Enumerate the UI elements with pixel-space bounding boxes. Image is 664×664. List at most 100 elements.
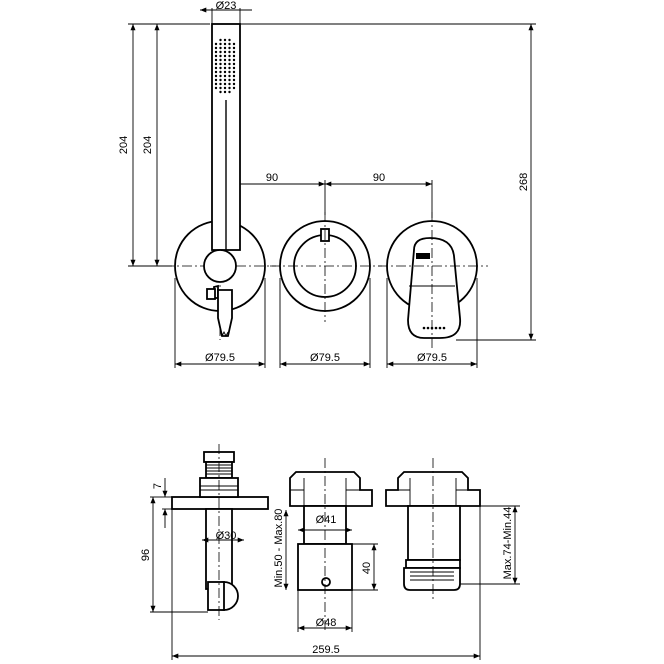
side-view: 7 96 Ø30 Ø41 Min.50 - Max.80 4: [140, 444, 520, 660]
nozzle-dot: [228, 62, 231, 66]
diverter-flange: [289, 471, 373, 507]
mixer-lever-side: [403, 567, 461, 591]
nozzle-dot: [219, 66, 222, 70]
knob-screw: [321, 577, 331, 587]
nozzle-dot: [214, 66, 218, 70]
shower-holder: [203, 249, 237, 283]
nozzle-dot: [219, 74, 222, 78]
mixer-lever: [407, 237, 462, 339]
nozzle-dot: [232, 74, 236, 78]
nozzle-dot: [232, 54, 236, 58]
dim-spacing-2: 90: [373, 172, 385, 184]
hose-end: [221, 330, 229, 338]
nozzle-dot: [228, 58, 231, 62]
nozzle-dot: [232, 50, 236, 54]
dim-plate-2: Ø79.5: [310, 352, 340, 364]
nozzle-dot: [219, 78, 222, 82]
nozzle-dot: [232, 46, 236, 50]
nozzle-dot: [223, 78, 227, 82]
nozzle-dot: [232, 86, 236, 90]
nozzle-dot: [228, 70, 231, 74]
nozzle-dot: [219, 46, 222, 50]
nozzle-dot: [219, 86, 222, 90]
nozzle-dot: [219, 90, 222, 94]
lever-grip-lines: [410, 571, 454, 581]
nozzle-dot: [228, 78, 231, 82]
nozzle-dot: [223, 62, 227, 66]
nozzle-dot: [219, 50, 222, 54]
wall-plate-side: [171, 496, 269, 510]
nozzle-dot: [232, 58, 236, 62]
lever-grip-dots: [422, 326, 446, 330]
nozzle-dot: [232, 78, 236, 82]
dim-shower-diameter: Ø23: [216, 0, 237, 12]
nozzle-dot: [219, 42, 222, 46]
dim-thickness: 7: [152, 483, 164, 489]
hose-outlet: [217, 289, 233, 337]
nozzle-dot: [214, 82, 218, 86]
nozzle-dot: [223, 58, 227, 62]
nozzle-dot: [228, 42, 231, 46]
nozzle-dot: [219, 58, 222, 62]
dim-spacing-1: 90: [266, 172, 278, 184]
nozzle-dot: [228, 54, 231, 58]
nozzle-dot: [223, 74, 227, 78]
nozzle-dot: [214, 54, 218, 58]
dim-lever-range: Max.74-Min.44: [502, 507, 514, 580]
nozzle-dot: [228, 66, 231, 70]
holder-side: [207, 581, 225, 611]
spray-nozzles: [214, 38, 236, 94]
dim-total-width: 259.5: [312, 644, 340, 656]
nozzle-dot: [214, 86, 218, 90]
nozzle-dot: [228, 38, 231, 42]
dim-height-right: 268: [518, 173, 530, 191]
nozzle-dot: [214, 78, 218, 82]
nozzle-dot: [219, 62, 222, 66]
nozzle-dot: [223, 54, 227, 58]
nozzle-dot: [219, 82, 222, 86]
dim-body-range: Min.50 - Max.80: [273, 509, 285, 588]
nozzle-dot: [214, 50, 218, 54]
dim-knob-diameter: Ø48: [316, 617, 337, 629]
nozzle-dot: [223, 46, 227, 50]
dim-outlet-diameter: Ø30: [216, 530, 237, 542]
flange-detail: [398, 478, 468, 506]
nozzle-dot: [232, 42, 236, 46]
brand-logo-icon: [416, 253, 430, 259]
nozzle-dot: [214, 62, 218, 66]
nozzle-dot: [214, 70, 218, 74]
nozzle-dot: [232, 62, 236, 66]
dim-height-left-1: 204: [118, 136, 130, 154]
nozzle-dot: [223, 90, 227, 94]
nozzle-dot: [228, 90, 231, 94]
nozzle-dot: [223, 86, 227, 90]
nozzle-dot: [232, 70, 236, 74]
holder-clip: [206, 288, 216, 300]
nozzle-dot: [223, 50, 227, 54]
dim-knob-height: 40: [361, 562, 373, 574]
dim-plate-3: Ø79.5: [417, 352, 447, 364]
dim-height-left-2: 204: [142, 136, 154, 154]
nozzle-dot: [223, 38, 227, 42]
nozzle-dot: [232, 66, 236, 70]
nozzle-dot: [228, 46, 231, 50]
nozzle-dot: [214, 46, 218, 50]
nozzle-dot: [228, 86, 231, 90]
nozzle-dot: [223, 66, 227, 70]
nozzle-dot: [228, 50, 231, 54]
dim-inner-diameter: Ø41: [316, 514, 337, 526]
nozzle-dot: [223, 42, 227, 46]
nozzle-dot: [223, 70, 227, 74]
nozzle-dot: [219, 54, 222, 58]
nozzle-dot: [214, 58, 218, 62]
dim-plate-1: Ø79.5: [205, 352, 235, 364]
dim-depth: 96: [140, 549, 152, 561]
flange-detail: [290, 478, 372, 506]
nozzle-dot: [214, 42, 218, 46]
nozzle-dot: [232, 82, 236, 86]
nozzle-dot: [228, 74, 231, 78]
mixer-body: [407, 505, 461, 561]
nozzle-dot: [219, 38, 222, 42]
nozzle-dot: [223, 82, 227, 86]
